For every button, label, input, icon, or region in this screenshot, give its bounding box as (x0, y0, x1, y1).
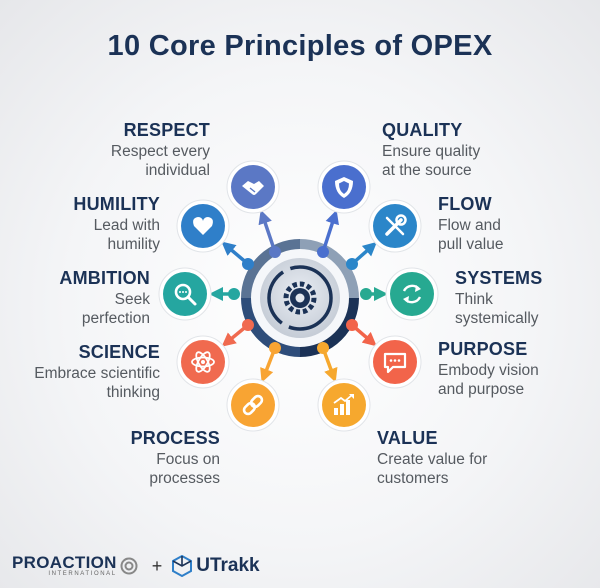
proaction-logo: PROACTION INTERNATIONAL (12, 553, 117, 577)
principle-description: Flow and pull value (438, 216, 504, 254)
plus-sign: + (151, 555, 163, 576)
description-line: individual (145, 162, 210, 179)
description-line: Ensure quality (382, 143, 481, 160)
principle-label-respect: RESPECT Respect every individual (111, 120, 210, 180)
principle-name: RESPECT (123, 120, 210, 140)
principle-description: Ensure quality at the source (382, 142, 480, 180)
principle-name: HUMILITY (73, 194, 160, 214)
principle-node-respect (226, 160, 280, 214)
connector-dot-respect (269, 246, 281, 258)
principle-label-process: PROCESS Focus on processes (131, 428, 220, 488)
principle-node-ambition (158, 267, 212, 321)
principle-name: SYSTEMS (455, 268, 543, 288)
principle-name: FLOW (438, 194, 492, 214)
principle-label-science: SCIENCE Embrace scientific thinking (34, 342, 160, 402)
connector-dot-quality (317, 246, 329, 258)
principle-description: Think systemically (455, 290, 542, 328)
principle-label-quality: QUALITY Ensure quality at the source (382, 120, 480, 180)
principle-description: Focus on processes (131, 450, 220, 488)
principle-label-ambition: AMBITION Seek perfection (59, 268, 150, 328)
description-line: Seek (114, 291, 150, 308)
principle-label-flow: FLOW Flow and pull value (438, 194, 504, 254)
connectors (209, 209, 388, 383)
description-line: Think (455, 291, 493, 308)
description-line: Respect every (110, 143, 210, 160)
description-line: systemically (455, 310, 539, 327)
principle-description: Seek perfection (59, 290, 150, 328)
principle-node-science (176, 335, 230, 389)
connector-dot-process (269, 342, 281, 354)
connector-dot-ambition (228, 288, 240, 300)
description-line: Lead with (93, 217, 160, 234)
principle-node-value (317, 378, 371, 432)
magnifier-icon (174, 283, 197, 306)
principle-node-purpose (368, 335, 422, 389)
description-line: pull value (438, 236, 504, 253)
principle-description: Respect every individual (111, 142, 210, 180)
description-line: Focus on (156, 451, 220, 468)
connector-dot-humility (242, 258, 254, 270)
connector-arrow-quality (321, 209, 339, 253)
description-line: at the source (382, 162, 472, 179)
principle-name: QUALITY (382, 120, 463, 140)
description-line: Flow and (438, 217, 501, 234)
footer: PROACTION INTERNATIONAL + UTrakk (12, 552, 260, 580)
utrakk-cube-icon (172, 555, 193, 577)
link-icon (242, 394, 264, 416)
principle-description: Embody vision and purpose (438, 361, 539, 399)
utrakk-logo-text: UTrakk (196, 555, 260, 576)
description-line: perfection (81, 310, 150, 327)
description-line: customers (377, 470, 449, 487)
principle-label-systems: SYSTEMS Think systemically (455, 268, 542, 328)
page-title: 10 Core Principles of OPEX (107, 30, 493, 62)
cycle-icon (402, 284, 422, 304)
principle-description: Create value for customers (377, 450, 487, 488)
description-line: Embody vision (438, 362, 539, 379)
principle-label-value: VALUE Create value for customers (377, 428, 487, 488)
connector-dot-purpose (346, 319, 358, 331)
principle-name: PROCESS (130, 428, 220, 448)
chat-icon (383, 352, 407, 374)
principle-node-systems (385, 267, 439, 321)
principle-node-flow (368, 199, 422, 253)
heart-icon (193, 217, 213, 235)
principle-description: Lead with humility (73, 216, 160, 254)
shield-icon (335, 177, 353, 198)
chart-up-icon (333, 394, 354, 415)
connector-arrow-respect (258, 209, 277, 253)
principle-name: AMBITION (59, 268, 150, 288)
description-line: humility (107, 236, 160, 253)
description-line: thinking (106, 384, 160, 401)
principle-node-quality (317, 160, 371, 214)
principle-description: Embrace scientific thinking (34, 364, 160, 402)
principle-name: VALUE (377, 428, 438, 448)
description-line: Embrace scientific (34, 365, 160, 382)
handshake-icon (242, 181, 264, 195)
central-hub (241, 239, 359, 357)
atom-icon (191, 351, 215, 373)
connector-dot-systems (360, 288, 372, 300)
description-line: Create value for (377, 451, 488, 468)
connector-dot-science (242, 319, 254, 331)
principle-node-process (226, 378, 280, 432)
proaction-swirl-icon (120, 557, 138, 575)
description-line: processes (149, 470, 220, 487)
connector-dot-flow (346, 258, 358, 270)
principle-label-purpose: PURPOSE Embody vision and purpose (438, 339, 539, 399)
gear-icon (283, 281, 317, 315)
connector-dot-value (317, 342, 329, 354)
principle-name: PURPOSE (438, 339, 528, 359)
principle-name: SCIENCE (78, 342, 160, 362)
description-line: and purpose (438, 381, 525, 398)
principle-label-humility: HUMILITY Lead with humility (73, 194, 160, 254)
tools-icon (385, 214, 407, 236)
principle-node-humility (176, 199, 230, 253)
